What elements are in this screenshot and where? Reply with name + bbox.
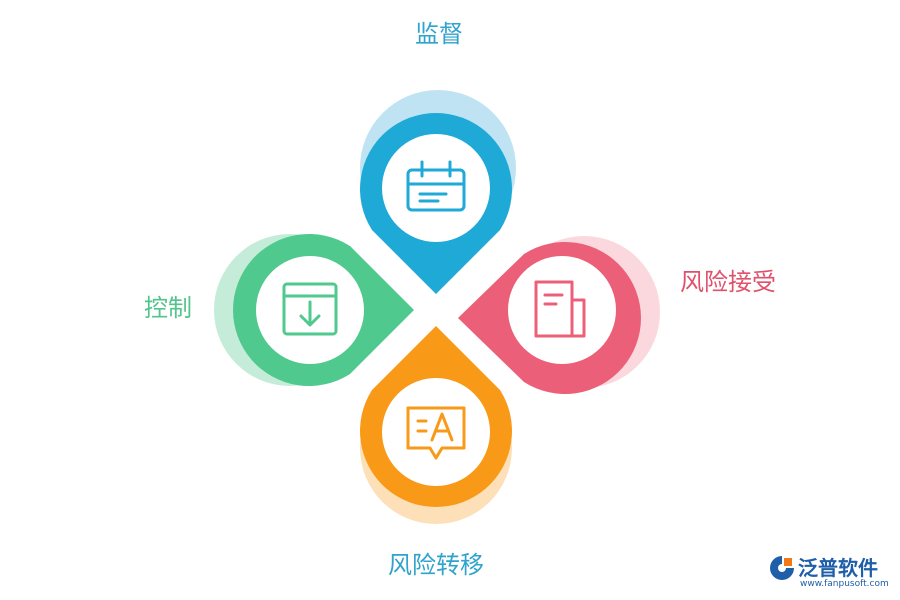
- left-petal: [233, 233, 414, 386]
- label-risk-acceptance: 风险接受: [680, 268, 776, 296]
- document-icon: [534, 280, 586, 338]
- right-petal: [458, 242, 641, 395]
- label-risk-transfer: 风险转移: [388, 551, 484, 579]
- brand-url: www.fanpusoft.com: [800, 579, 889, 589]
- label-control: 控制: [144, 294, 192, 322]
- speech-bubble-text-icon: [406, 406, 466, 460]
- top-petal: [360, 113, 512, 294]
- bottom-petal: [359, 326, 512, 507]
- brand-name: 泛普软件: [798, 556, 878, 580]
- brand-logo: 泛普软件 www.fanpusoft.com: [768, 552, 896, 598]
- brand-mark-icon: [770, 556, 794, 580]
- label-monitor: 监督: [415, 20, 463, 48]
- download-box-icon: [282, 282, 338, 336]
- calendar-icon: [406, 160, 466, 212]
